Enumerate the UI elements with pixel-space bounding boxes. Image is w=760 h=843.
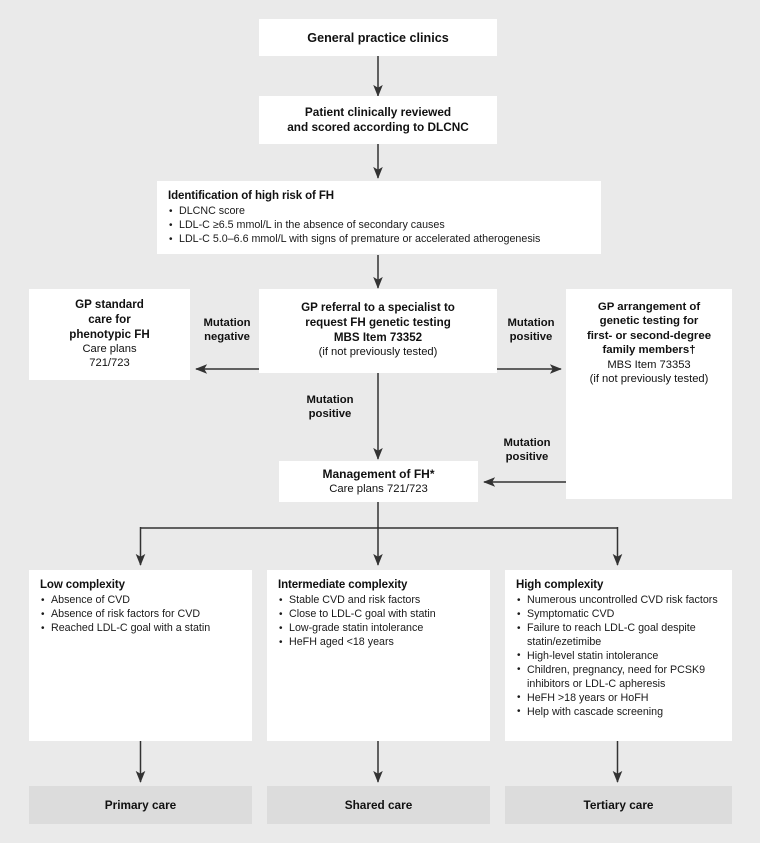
list-item: LDL-C 5.0–6.6 mmol/L with signs of prema… [168, 233, 590, 247]
gp-arrangement-line2: genetic testing for [599, 315, 699, 328]
node-shared-care[interactable]: Shared care [267, 786, 490, 824]
high-complexity-heading: High complexity [516, 579, 604, 591]
node-identification-high-risk[interactable]: Identification of high risk of FH DLCNC … [157, 181, 601, 254]
list-item: Absence of CVD [40, 594, 241, 608]
node-primary-care[interactable]: Primary care [29, 786, 252, 824]
node-patient-reviewed[interactable]: Patient clinically reviewed and scored a… [259, 96, 497, 144]
node-general-practice-clinics[interactable]: General practice clinics [259, 19, 497, 56]
gp-referral-line3: MBS Item 73352 [333, 330, 423, 344]
gp-referral-sub1: (if not previously tested) [318, 346, 438, 359]
list-item: Failure to reach LDL-C goal despite stat… [516, 622, 721, 649]
shared-care-title: Shared care [344, 798, 413, 812]
identification-bullet-list: DLCNC score LDL-C ≥6.5 mmol/L in the abs… [168, 205, 590, 247]
intermediate-complexity-bullet-list: Stable CVD and risk factors Close to LDL… [278, 594, 479, 650]
edge-label-mutation-positive-down: Mutation positive [306, 394, 354, 420]
list-item: Reached LDL-C goal with a statin [40, 622, 241, 636]
node-gp-standard-care[interactable]: GP standard care for phenotypic FH Care … [29, 289, 190, 380]
gp-standard-care-line2: care for [88, 313, 131, 326]
primary-care-title: Primary care [104, 798, 177, 812]
management-line1: Management of FH* [322, 467, 435, 482]
node-gp-arrangement-genetic-testing[interactable]: GP arrangement of genetic testing for fi… [566, 289, 732, 499]
gp-standard-care-line1: GP standard [75, 298, 144, 312]
gp-standard-care-sub2: 721/723 [89, 357, 130, 370]
node-low-complexity[interactable]: Low complexity Absence of CVD Absence of… [29, 570, 252, 741]
list-item: Numerous uncontrolled CVD risk factors [516, 594, 721, 608]
gp-arrangement-line4: family members† [602, 344, 696, 357]
intermediate-complexity-heading: Intermediate complexity [278, 579, 408, 591]
list-item: Stable CVD and risk factors [278, 594, 479, 608]
patient-reviewed-line2: and scored according to DLCNC [287, 120, 469, 134]
low-complexity-bullet-list: Absence of CVD Absence of risk factors f… [40, 594, 241, 636]
gp-arrangement-sub1: MBS Item 73353 [607, 358, 691, 371]
list-item: HeFH >18 years or HoFH [516, 691, 721, 706]
gp-referral-line2: request FH genetic testing [305, 315, 451, 329]
list-item: Help with cascade screening [516, 705, 721, 720]
identification-heading: Identification of high risk of FH [168, 190, 334, 202]
high-complexity-bullet-list: Numerous uncontrolled CVD risk factors S… [516, 594, 721, 719]
list-item: Absence of risk factors for CVD [40, 608, 241, 622]
node-management-of-fh[interactable]: Management of FH* Care plans 721/723 [279, 461, 478, 502]
node-high-complexity[interactable]: High complexity Numerous uncontrolled CV… [505, 570, 732, 741]
list-item: Children, pregnancy, need for PCSK9 inhi… [516, 663, 721, 691]
list-item: Low-grade statin intolerance [278, 622, 479, 636]
list-item: Close to LDL-C goal with statin [278, 608, 479, 622]
edge-label-mutation-negative: Mutation negative [203, 317, 251, 343]
node-gp-referral-specialist[interactable]: GP referral to a specialist to request F… [259, 289, 497, 373]
list-item: Symptomatic CVD [516, 608, 721, 622]
node-tertiary-care[interactable]: Tertiary care [505, 786, 732, 824]
gp-standard-care-sub1: Care plans [82, 343, 137, 356]
tertiary-care-title: Tertiary care [583, 798, 654, 812]
gp-arrangement-line1: GP arrangement of [597, 301, 701, 313]
edge-label-mutation-positive-right: Mutation positive [507, 317, 555, 343]
low-complexity-heading: Low complexity [40, 579, 125, 591]
gp-standard-care-line3: phenotypic FH [69, 327, 150, 341]
patient-reviewed-line1: Patient clinically reviewed [304, 105, 452, 119]
gp-arrangement-line3: first- or second-degree [586, 329, 712, 342]
list-item: DLCNC score [168, 205, 590, 219]
node-intermediate-complexity[interactable]: Intermediate complexity Stable CVD and r… [267, 570, 490, 741]
list-item: LDL-C ≥6.5 mmol/L in the absence of seco… [168, 219, 590, 233]
management-sub1: Care plans 721/723 [329, 482, 428, 495]
edge-label-mutation-positive-back: Mutation positive [503, 437, 551, 463]
list-item: HeFH aged <18 years [278, 636, 479, 650]
gp-referral-line1: GP referral to a specialist to [301, 301, 455, 315]
general-practice-clinics-title: General practice clinics [307, 30, 449, 45]
list-item: High-level statin intolerance [516, 649, 721, 664]
gp-arrangement-sub2: (if not previously tested) [589, 372, 709, 385]
